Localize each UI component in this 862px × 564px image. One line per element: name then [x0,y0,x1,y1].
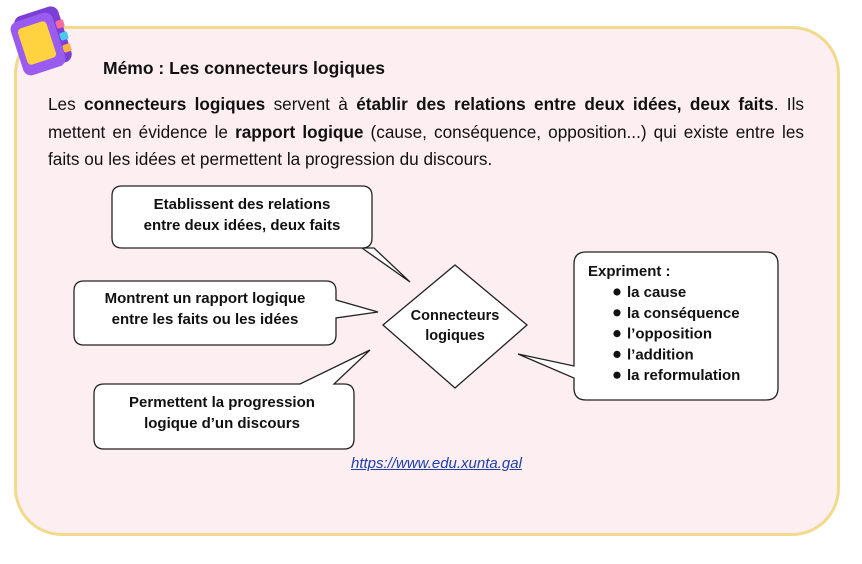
box-rapport [73,280,379,346]
bullet-icon [613,309,621,317]
bullet-icon [613,350,621,358]
paragraph-segment: (cause, conséquence, opposition...) qui … [48,121,804,170]
expriment-item: l’opposition [627,326,712,343]
notebook-icon [10,6,72,76]
paragraph-segment: connecteurs logiques [84,94,266,114]
memo-paragraph: Les connecteurs logiques servent à établ… [48,91,804,174]
box-rapport-line-2: entre les faits ou les idées [112,311,299,328]
paragraph-segment: rapport logique [235,121,364,142]
bullet-icon [613,330,621,338]
source-link[interactable]: https://www.edu.xunta.gal [351,455,522,472]
paragraph-segment: servent à [265,94,357,114]
memo-title: Mémo : Les connecteurs logiques [103,58,385,78]
box-progression-line-2: logique d’un discours [144,415,300,432]
box-relations [111,185,411,283]
expriment-item: la reformulation [627,367,740,384]
box-progression-line-1: Permettent la progression [129,394,315,411]
expriment-item: la cause [627,284,686,301]
box-relations-line-1: Etablissent des relations [154,196,331,213]
bullet-icon [613,371,621,379]
center-label-line-2: logiques [425,328,485,344]
expriment-heading: Expriment : [588,263,671,280]
paragraph-segment: . Ils mettent en évidence le [48,94,804,142]
expriment-item: la conséquence [627,305,740,322]
expriment-list: la cause la conséquence l’opposition l’addi… [613,284,740,384]
center-label-line-1: Connecteurs [411,308,500,324]
box-expriment [517,251,779,401]
paragraph-segment: établir des relations entre deux idées, … [356,94,774,114]
center-diamond [381,264,529,389]
box-progression [93,349,371,450]
box-rapport-line-1: Montrent un rapport logique [105,290,306,307]
paragraph-segment: Les [48,94,85,114]
expriment-item: l’addition [627,346,694,363]
box-relations-line-2: entre deux idées, deux faits [144,217,341,234]
bullet-icon [613,288,621,296]
